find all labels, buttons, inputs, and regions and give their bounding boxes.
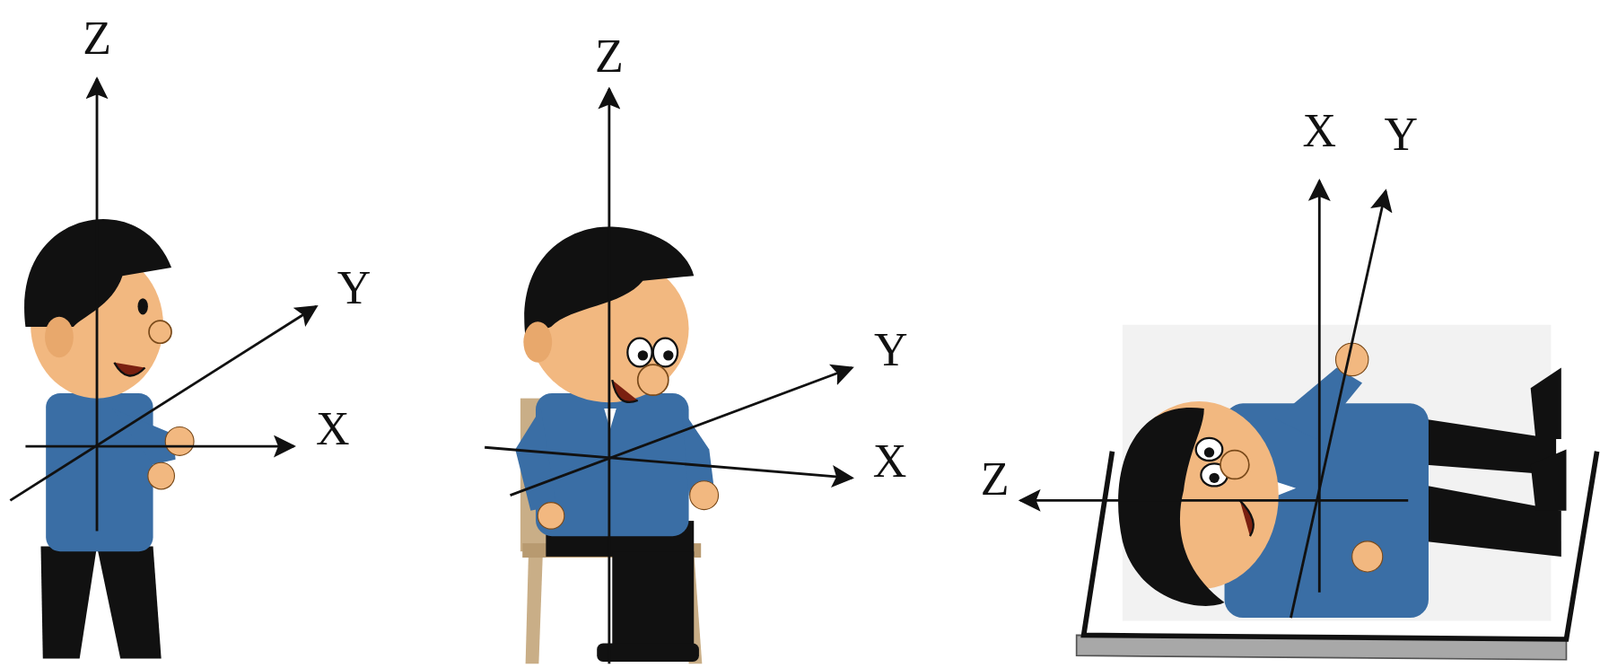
lying-figure xyxy=(1020,180,1597,659)
seated-figure xyxy=(484,88,852,664)
axis-label: X xyxy=(315,405,350,453)
axis-label: Y xyxy=(874,326,909,374)
axis-label: X xyxy=(873,437,908,485)
axis-label: X xyxy=(1302,107,1338,155)
axis-label: Y xyxy=(1383,111,1418,158)
axis-label: Z xyxy=(82,15,112,62)
axis-label: Z xyxy=(594,33,624,80)
standing-figure xyxy=(9,78,316,659)
axis-label: Y xyxy=(337,264,372,312)
axis-label: Z xyxy=(980,455,1010,503)
